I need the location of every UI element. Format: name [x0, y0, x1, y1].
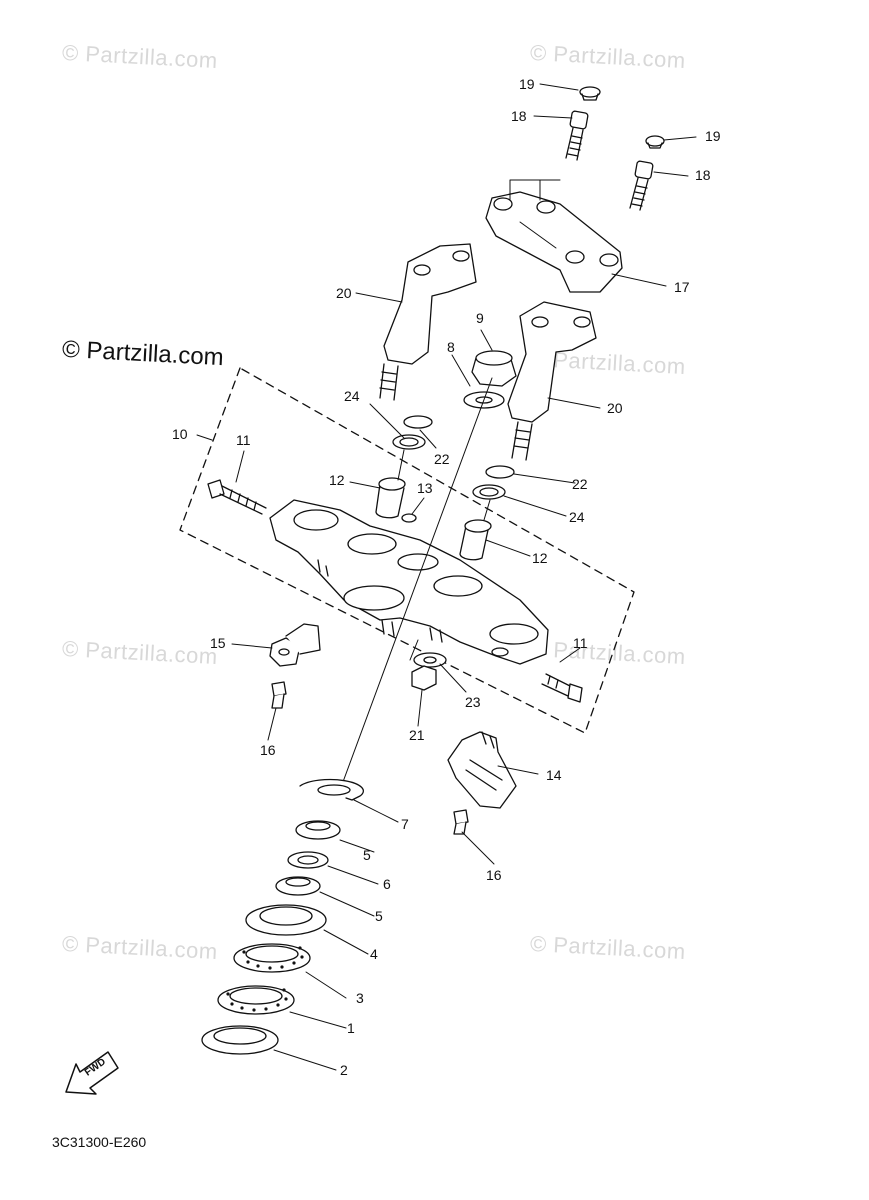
callout-3: 3 [356, 990, 364, 1006]
part-3-bearing-upper [233, 943, 311, 973]
callout-20-right: 20 [607, 400, 623, 416]
callout-14: 14 [546, 767, 562, 783]
callout-17: 17 [674, 279, 690, 295]
callout-2: 2 [340, 1062, 348, 1078]
part-16-bolt-right [453, 809, 469, 835]
part-4-dust-seal [245, 904, 327, 936]
part-5-nut-lower [275, 876, 321, 896]
part-13-plug [401, 513, 417, 523]
callout-20-left: 20 [336, 285, 352, 301]
callout-21: 21 [409, 727, 425, 743]
part-11-bolt-right [541, 673, 583, 703]
part-16-bolt-left [271, 681, 287, 709]
part-11-bolt-left [207, 479, 267, 515]
callout-12-right: 12 [532, 550, 548, 566]
callout-22-left: 22 [434, 451, 450, 467]
callout-22-right: 22 [572, 476, 588, 492]
callout-18-top: 18 [511, 108, 527, 124]
callout-9: 9 [476, 310, 484, 326]
part-19-cap-top [579, 86, 601, 101]
part-17-upper-holder [485, 191, 623, 293]
callout-5-upper: 5 [363, 847, 371, 863]
callout-23: 23 [465, 694, 481, 710]
leader-lines [196, 83, 697, 1071]
fwd-arrow [65, 1051, 119, 1095]
part-22-washer-right [485, 465, 515, 479]
callout-19-top: 19 [519, 76, 535, 92]
part-12-bushing-left [375, 477, 406, 519]
part-19-cap-right [645, 135, 665, 149]
part-18-bolt-right [629, 160, 654, 211]
part-12-bushing-right [459, 519, 492, 561]
callout-24-right: 24 [569, 509, 585, 525]
callout-12-left: 12 [329, 472, 345, 488]
part-20-riser-left [379, 243, 477, 401]
part-6-washer [287, 851, 329, 869]
part-21-nut [411, 665, 437, 691]
part-7-washer [299, 778, 364, 801]
callout-10: 10 [172, 426, 188, 442]
part-14-bracket [447, 731, 517, 809]
assembly-outline-10 [179, 367, 635, 734]
part-22-washer-left [403, 415, 433, 429]
callout-24-left: 24 [344, 388, 360, 404]
part-15-bracket [269, 623, 321, 667]
part-1-bearing-lower [217, 985, 295, 1015]
callout-19-right: 19 [705, 128, 721, 144]
callout-11-left: 11 [236, 432, 251, 448]
callout-5-lower: 5 [375, 908, 383, 924]
part-24-collar-left [392, 434, 426, 450]
callout-4: 4 [370, 946, 378, 962]
callout-1: 1 [347, 1020, 355, 1036]
callout-16-left: 16 [260, 742, 276, 758]
callout-7: 7 [401, 816, 409, 832]
part-9-steering-nut [471, 350, 517, 387]
callout-13: 13 [417, 480, 433, 496]
callout-15: 15 [210, 635, 226, 651]
callout-16-right: 16 [486, 867, 502, 883]
part-23-washer [413, 652, 447, 668]
callout-11-right: 11 [573, 635, 588, 651]
part-20-riser-right [507, 301, 597, 461]
part-2-dust-seal-lower [201, 1025, 279, 1055]
callout-18-right: 18 [695, 167, 711, 183]
part-5-nut-upper [295, 820, 341, 840]
lower-bracket [269, 499, 549, 665]
callout-8: 8 [447, 339, 455, 355]
diagram-code: 3C31300-E260 [52, 1134, 147, 1150]
part-18-bolt-left [565, 110, 589, 161]
part-24-collar-right [472, 484, 506, 500]
steering-axis-line [339, 377, 493, 791]
callout-6: 6 [383, 876, 391, 892]
